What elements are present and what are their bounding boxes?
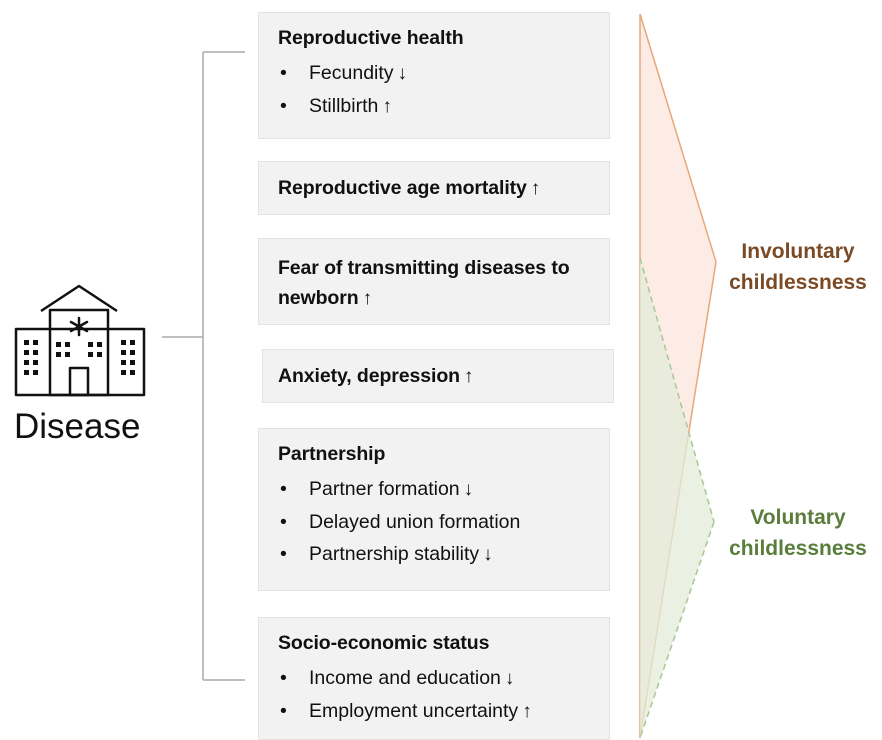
box-title: Socio-economic status (278, 632, 490, 654)
list-item: Partner formation↓ (278, 473, 593, 506)
arrow-up-icon: ↑ (382, 96, 392, 117)
arrow-down-icon: ↓ (463, 479, 474, 500)
hospital-icon (14, 284, 146, 397)
voluntary-wedge-edge-top (639, 257, 715, 523)
arrow-down-icon: ↓ (504, 668, 515, 689)
reproductive-health-list: Fecundity↓ Stillbirth↑ (278, 57, 593, 123)
box-title: Reproductive age mortality↑ (278, 177, 541, 199)
box-title: Reproductive health (278, 27, 464, 49)
involuntary-childlessness-label: Involuntary childlessness (729, 240, 867, 294)
involuntary-wedge-edge-top (639, 13, 717, 263)
bracket-connector (162, 51, 245, 681)
list-item: Stillbirth↑ (278, 90, 593, 123)
arrow-down-icon: ↓ (397, 63, 408, 84)
box-title: Anxiety, depression↑ (278, 365, 474, 387)
arrow-up-icon: ↑ (463, 366, 474, 387)
disease-label: Disease (14, 407, 141, 446)
box-title: Fear of transmitting diseases to newborn… (278, 257, 570, 309)
list-item: Partnership stability↓ (278, 538, 593, 571)
arrow-up-icon: ↑ (530, 178, 541, 199)
arrow-down-icon: ↓ (483, 544, 493, 565)
box-title: Partnership (278, 443, 386, 465)
list-item: Income and education↓ (278, 662, 593, 695)
partnership-list: Partner formation↓ Delayed union formati… (278, 473, 593, 571)
arrow-up-icon: ↑ (522, 701, 532, 722)
socio-economic-box: Socio-economic status Income and educati… (258, 617, 610, 740)
list-item: Employment uncertainty↑ (278, 695, 593, 728)
mortality-box: Reproductive age mortality↑ (258, 161, 610, 215)
list-item: Fecundity↓ (278, 57, 593, 90)
voluntary-wedge (640, 258, 714, 738)
partnership-box: Partnership Partner formation↓ Delayed u… (258, 428, 610, 591)
list-item: Delayed union formation (278, 506, 593, 538)
socio-economic-list: Income and education↓ Employment uncerta… (278, 662, 593, 728)
fear-transmission-box: Fear of transmitting diseases to newborn… (258, 238, 610, 325)
arrow-up-icon: ↑ (362, 288, 373, 309)
voluntary-childlessness-label: Voluntary childlessness (729, 506, 867, 560)
voluntary-wedge-edge-bottom (639, 521, 715, 739)
anxiety-depression-box: Anxiety, depression↑ (262, 349, 614, 403)
reproductive-health-box: Reproductive health Fecundity↓ Stillbirt… (258, 12, 610, 139)
